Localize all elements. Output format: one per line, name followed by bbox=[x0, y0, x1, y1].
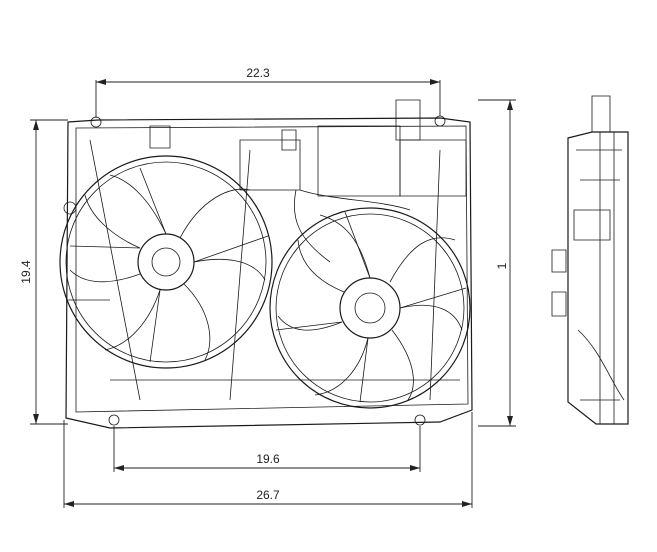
dimension-label-overall-width: 26.7 bbox=[256, 488, 280, 502]
dimension-label-side-height: 1 bbox=[495, 262, 509, 269]
dimension-label-bottom-mount: 19.6 bbox=[256, 452, 280, 466]
dimension-top-mount bbox=[95, 79, 441, 118]
left-fan bbox=[59, 155, 273, 369]
dimension-side-height bbox=[478, 99, 516, 427]
dimension-label-top-mount: 22.3 bbox=[246, 66, 270, 80]
dimension-bottom-mount bbox=[113, 426, 421, 472]
left-fan-blades bbox=[69, 167, 269, 363]
dimension-label-overall-height: 19.4 bbox=[19, 260, 33, 284]
dimension-overall-width bbox=[63, 412, 473, 508]
front-view-shroud bbox=[63, 99, 473, 429]
right-fan-blades bbox=[275, 211, 467, 403]
right-fan bbox=[269, 207, 471, 409]
dimension-overall-height bbox=[30, 119, 68, 425]
side-view bbox=[551, 95, 629, 425]
